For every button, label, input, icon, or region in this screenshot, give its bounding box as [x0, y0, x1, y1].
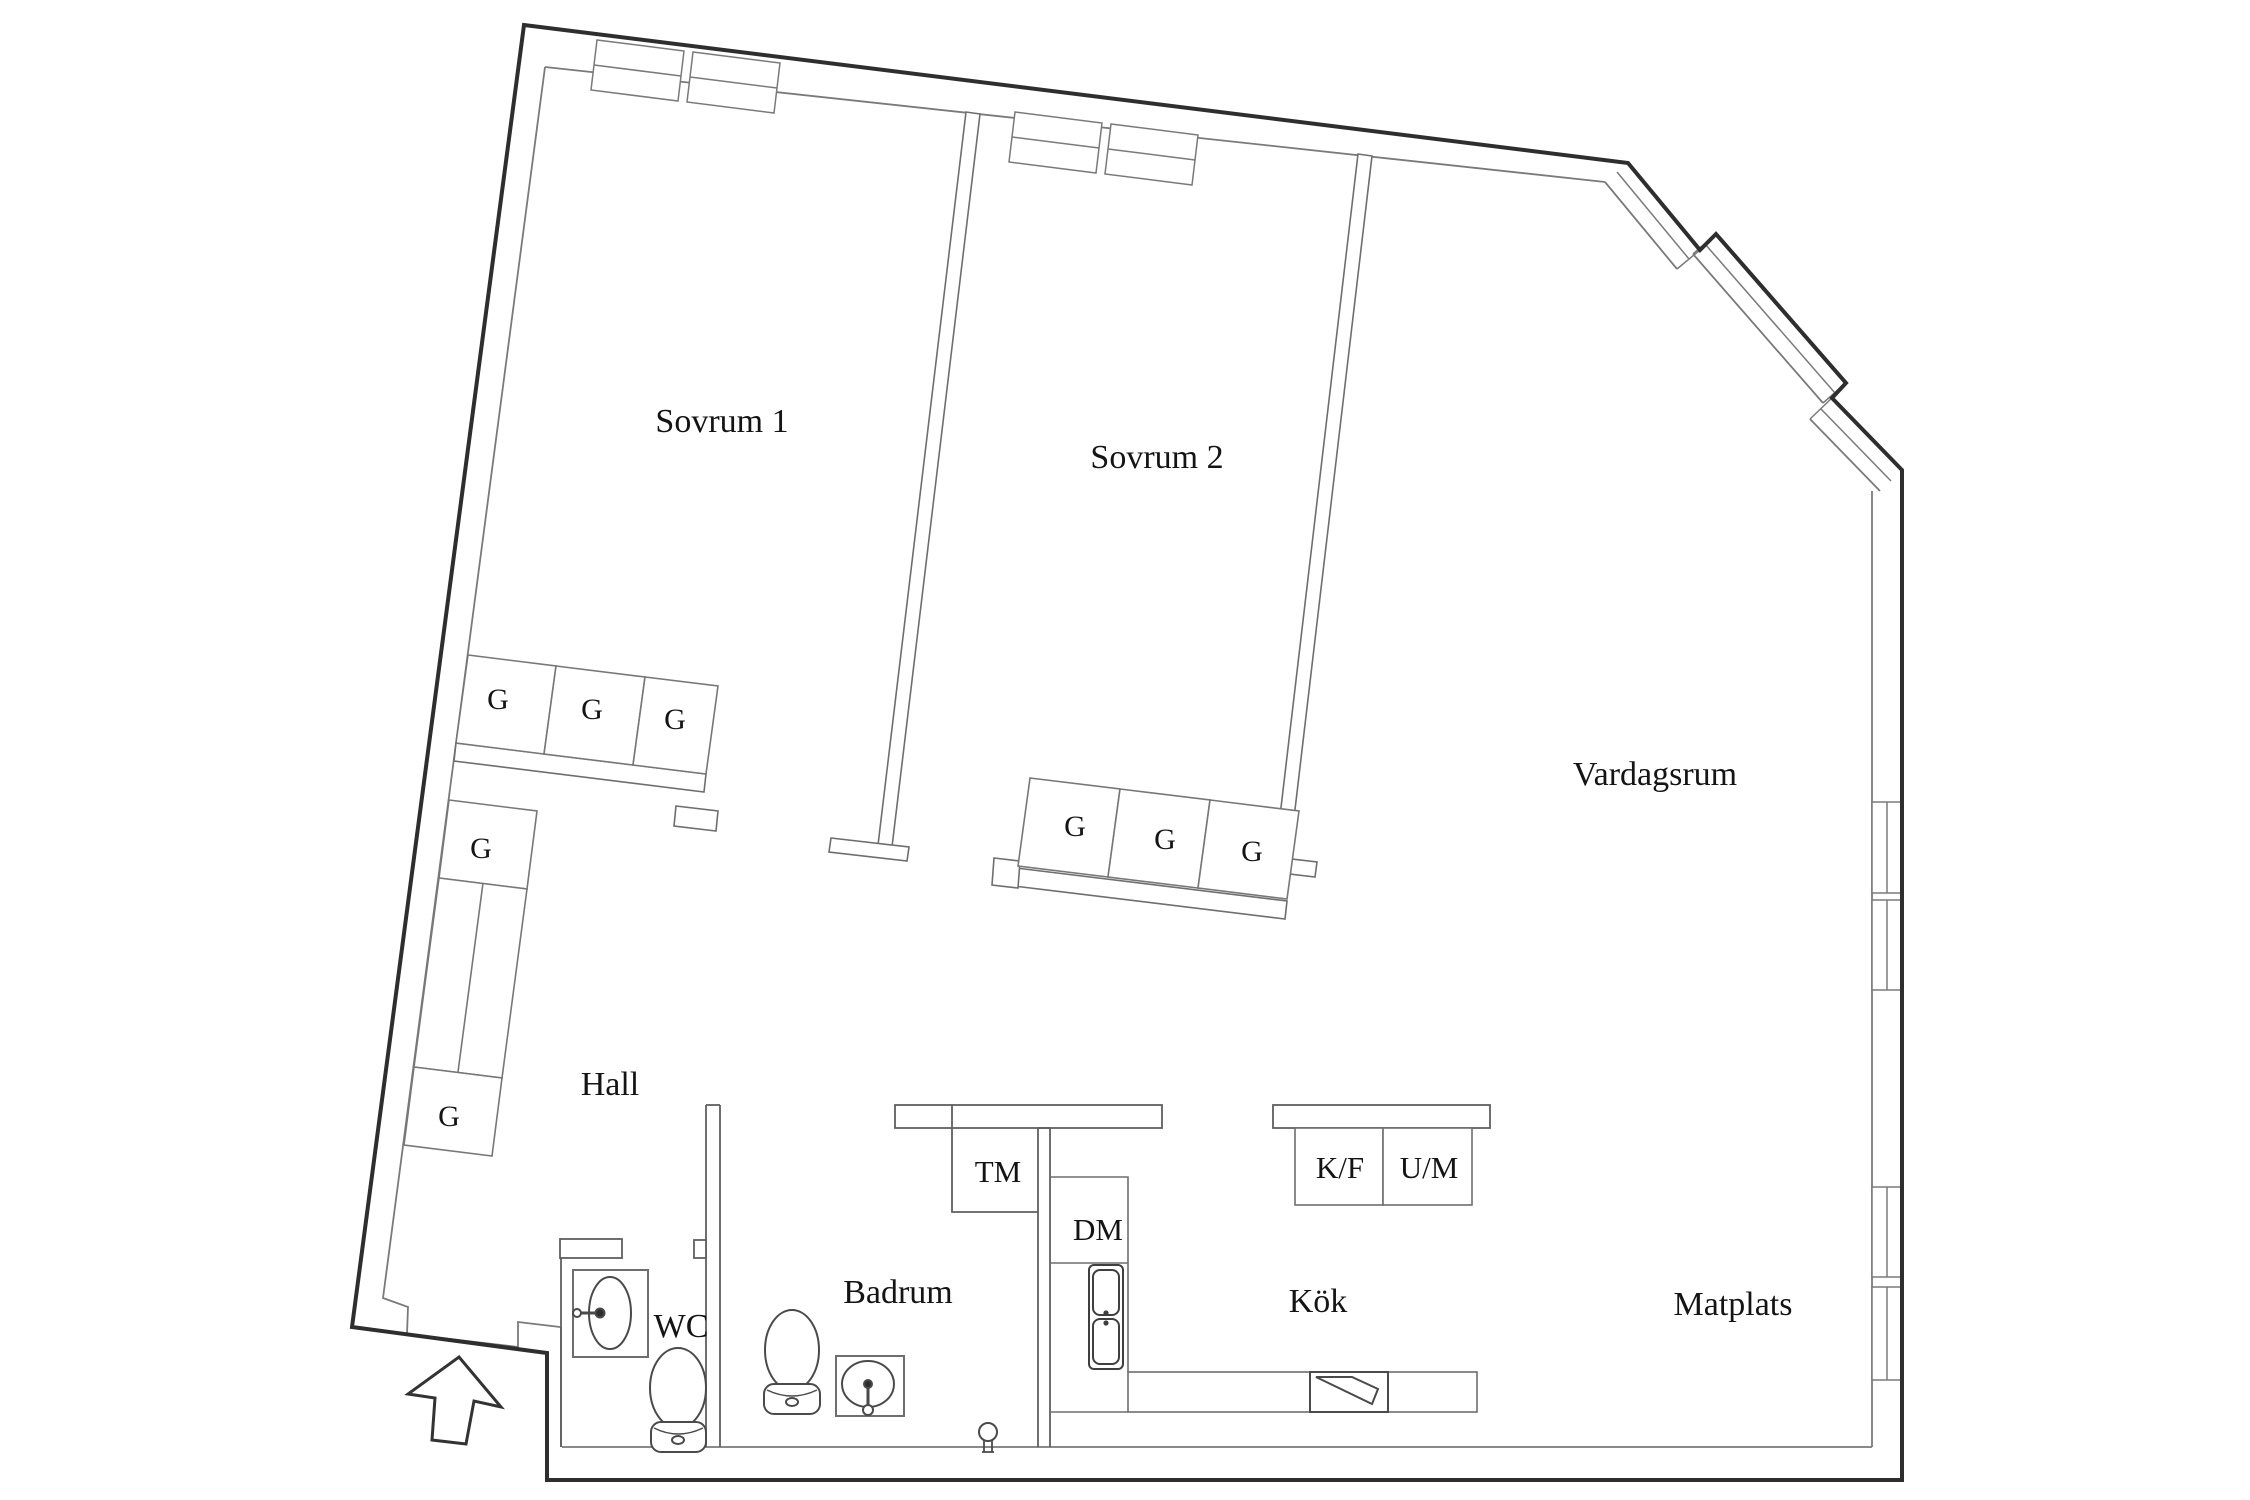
- label-dm: DM: [1073, 1212, 1123, 1247]
- interior-walls: [453, 111, 1373, 920]
- label-matplats: Matplats: [1674, 1286, 1793, 1323]
- wc-sink-icon: [572, 1269, 649, 1358]
- stove-icon: [1309, 1371, 1389, 1413]
- tm-closet: [951, 1128, 1038, 1213]
- wardrobe-g-label: G: [664, 703, 686, 736]
- wardrobe-g-label: G: [581, 693, 603, 726]
- right-windows: [1871, 801, 1903, 1381]
- wall-band-sovrum2-cap: [991, 857, 1021, 889]
- label-um: U/M: [1400, 1150, 1459, 1185]
- wardrobes-hall: [403, 799, 538, 1157]
- wall-band-badrum-top: [894, 1104, 1163, 1129]
- label-kok: Kök: [1289, 1283, 1348, 1320]
- oven-micro-box: [1382, 1127, 1473, 1206]
- wardrobe-g-label: G: [438, 1100, 460, 1133]
- label-wc: WC: [654, 1308, 709, 1345]
- label-badrum: Badrum: [843, 1274, 953, 1311]
- entrance-arrow-icon: [404, 1354, 505, 1446]
- wardrobe-g-label: G: [1241, 835, 1263, 868]
- bath-kitchen-walls: [559, 1104, 1491, 1447]
- label-vardagsrum: Vardagsrum: [1573, 756, 1737, 793]
- wardrobes-sovrum1: [455, 654, 719, 775]
- wardrobe-g-label: G: [1064, 810, 1086, 843]
- wall-wc-stub: [559, 1238, 623, 1259]
- label-sovrum2: Sovrum 2: [1090, 439, 1223, 476]
- wardrobe-g-box: [1197, 799, 1300, 900]
- wardrobe-g-label: G: [487, 683, 509, 716]
- label-hall: Hall: [581, 1066, 640, 1103]
- wall-sovrum2-vardagsrum: [1275, 153, 1373, 853]
- top-windows: [590, 39, 1199, 186]
- wardrobe-g-box: [632, 676, 719, 775]
- kitchen-double-sink-icon: [1088, 1264, 1124, 1370]
- wall-band-sovrum1-cap: [673, 805, 719, 832]
- label-sovrum1: Sovrum 1: [655, 403, 788, 440]
- badrum-sink-icon: [835, 1355, 905, 1417]
- fridge-freezer-box: [1294, 1127, 1384, 1206]
- kitchen: [1050, 1127, 1478, 1413]
- wc-fixtures: [572, 1269, 707, 1453]
- wardrobe-g-box: [403, 1066, 503, 1157]
- wall-band-kf-top: [1272, 1104, 1491, 1129]
- wall-sovrum1-sovrum2: [877, 111, 981, 848]
- wall-sovrum1-sovrum2-cap: [828, 837, 910, 862]
- badrum-toilet-icon: [763, 1309, 821, 1415]
- wc-toilet-icon: [649, 1347, 707, 1453]
- wardrobes-sovrum2: [1017, 777, 1300, 900]
- wall-wc-notch: [693, 1239, 707, 1259]
- exterior-outline: [349, 22, 1904, 1482]
- shower-head-icon: [978, 1422, 998, 1453]
- diagonal-bay-windows: [1616, 171, 1892, 482]
- label-tm: TM: [975, 1154, 1022, 1189]
- label-kf: K/F: [1316, 1150, 1364, 1185]
- kitchen-counter-vertical: [1050, 1176, 1129, 1372]
- wardrobe-g-label: G: [470, 832, 492, 865]
- wardrobe-g-label: G: [1154, 823, 1176, 856]
- badrum-fixtures: [763, 1309, 998, 1453]
- kitchen-counter-bottom: [1127, 1371, 1478, 1413]
